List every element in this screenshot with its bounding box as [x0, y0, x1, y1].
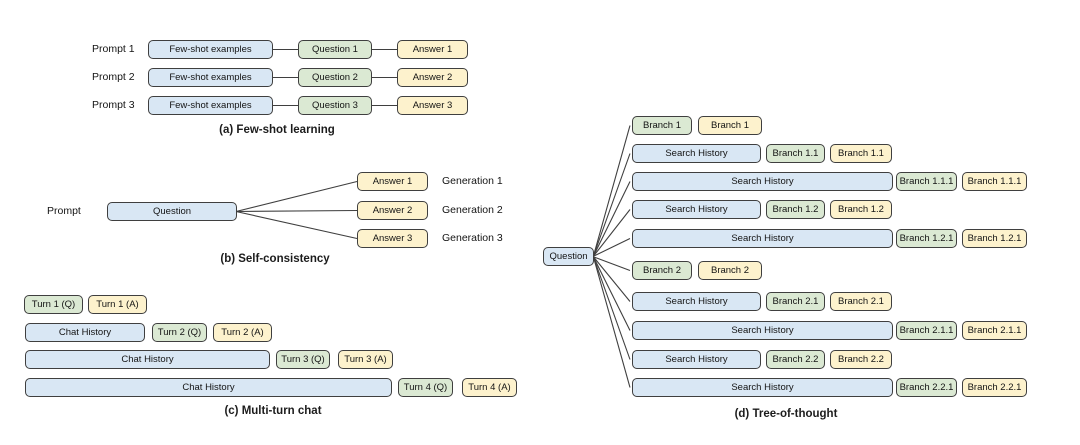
branch-answer-box: Branch 2.1.1 — [962, 321, 1027, 340]
branch-answer-box: Branch 1.2 — [830, 200, 892, 219]
chat-history-box: Chat History — [25, 378, 392, 397]
question-box: Question — [543, 247, 594, 266]
connector-line — [235, 210, 358, 240]
search-history-box: Search History — [632, 378, 893, 397]
branch-question-box: Branch 2 — [632, 261, 692, 280]
connector-line — [593, 258, 631, 360]
answer-box: Answer 3 — [397, 96, 468, 115]
connector-line — [593, 258, 631, 388]
turn-question-box: Turn 4 (Q) — [398, 378, 453, 397]
caption-tree-of-thought: (d) Tree-of-thought — [734, 408, 838, 420]
search-history-box: Search History — [632, 200, 761, 219]
branch-question-box: Branch 2.2.1 — [896, 378, 957, 397]
turn-question-box: Turn 2 (Q) — [152, 323, 207, 342]
turn-answer-box: Turn 1 (A) — [88, 295, 147, 314]
branch-answer-box: Branch 2.2.1 — [962, 378, 1027, 397]
caption-self-consistency: (b) Self-consistency — [220, 253, 330, 265]
prompt-row-label: Prompt 3 — [92, 99, 135, 111]
branch-question-box: Branch 1 — [632, 116, 692, 135]
connector-line — [593, 181, 631, 256]
answer-box: Answer 1 — [357, 172, 428, 191]
question-box: Question — [107, 202, 237, 221]
branch-question-box: Branch 2.1 — [766, 292, 825, 311]
fewshot-examples-box: Few-shot examples — [148, 40, 273, 59]
fewshot-examples-box: Few-shot examples — [148, 68, 273, 87]
answer-box: Answer 2 — [357, 201, 428, 220]
branch-question-box: Branch 2.1.1 — [896, 321, 957, 340]
question-box: Question 3 — [298, 96, 372, 115]
turn-answer-box: Turn 2 (A) — [213, 323, 272, 342]
connector-line — [593, 257, 631, 302]
caption-multi-turn-chat: (c) Multi-turn chat — [224, 405, 322, 417]
branch-answer-box: Branch 2.1 — [830, 292, 892, 311]
generation-label: Generation 3 — [442, 232, 503, 244]
connector-line — [593, 153, 631, 255]
connector-line — [593, 209, 631, 256]
connector-line — [593, 256, 631, 272]
turn-answer-box: Turn 4 (A) — [462, 378, 517, 397]
search-history-box: Search History — [632, 229, 893, 248]
question-box: Question 2 — [298, 68, 372, 87]
branch-answer-box: Branch 2 — [698, 261, 762, 280]
chat-history-box: Chat History — [25, 350, 270, 369]
connector-line — [593, 125, 631, 255]
branch-question-box: Branch 1.2 — [766, 200, 825, 219]
generation-label: Generation 1 — [442, 175, 503, 187]
fewshot-examples-box: Few-shot examples — [148, 96, 273, 115]
question-box: Question 1 — [298, 40, 372, 59]
search-history-box: Search History — [632, 350, 761, 369]
turn-question-box: Turn 3 (Q) — [276, 350, 330, 369]
connector-line — [593, 238, 631, 257]
search-history-box: Search History — [632, 144, 761, 163]
answer-box: Answer 2 — [397, 68, 468, 87]
turn-answer-box: Turn 3 (A) — [338, 350, 393, 369]
generation-label: Generation 2 — [442, 204, 503, 216]
answer-box: Answer 3 — [357, 229, 428, 248]
search-history-box: Search History — [632, 321, 893, 340]
chat-history-box: Chat History — [25, 323, 145, 342]
caption-few-shot-learning: (a) Few-shot learning — [219, 124, 335, 136]
branch-answer-box: Branch 1.1.1 — [962, 172, 1027, 191]
connector-line — [235, 209, 358, 213]
prompt-row-label: Prompt 2 — [92, 71, 135, 83]
answer-box: Answer 1 — [397, 40, 468, 59]
connector-line — [235, 180, 358, 213]
turn-question-box: Turn 1 (Q) — [24, 295, 83, 314]
search-history-box: Search History — [632, 172, 893, 191]
branch-answer-box: Branch 2.2 — [830, 350, 892, 369]
branch-question-box: Branch 1.2.1 — [896, 229, 957, 248]
branch-question-box: Branch 2.2 — [766, 350, 825, 369]
prompt-row-label: Prompt 1 — [92, 43, 135, 55]
branch-question-box: Branch 1.1 — [766, 144, 825, 163]
prompt-label: Prompt — [47, 205, 81, 217]
branch-answer-box: Branch 1 — [698, 116, 762, 135]
branch-question-box: Branch 1.1.1 — [896, 172, 957, 191]
connector-line — [593, 257, 631, 331]
branch-answer-box: Branch 1.2.1 — [962, 229, 1027, 248]
search-history-box: Search History — [632, 292, 761, 311]
branch-answer-box: Branch 1.1 — [830, 144, 892, 163]
